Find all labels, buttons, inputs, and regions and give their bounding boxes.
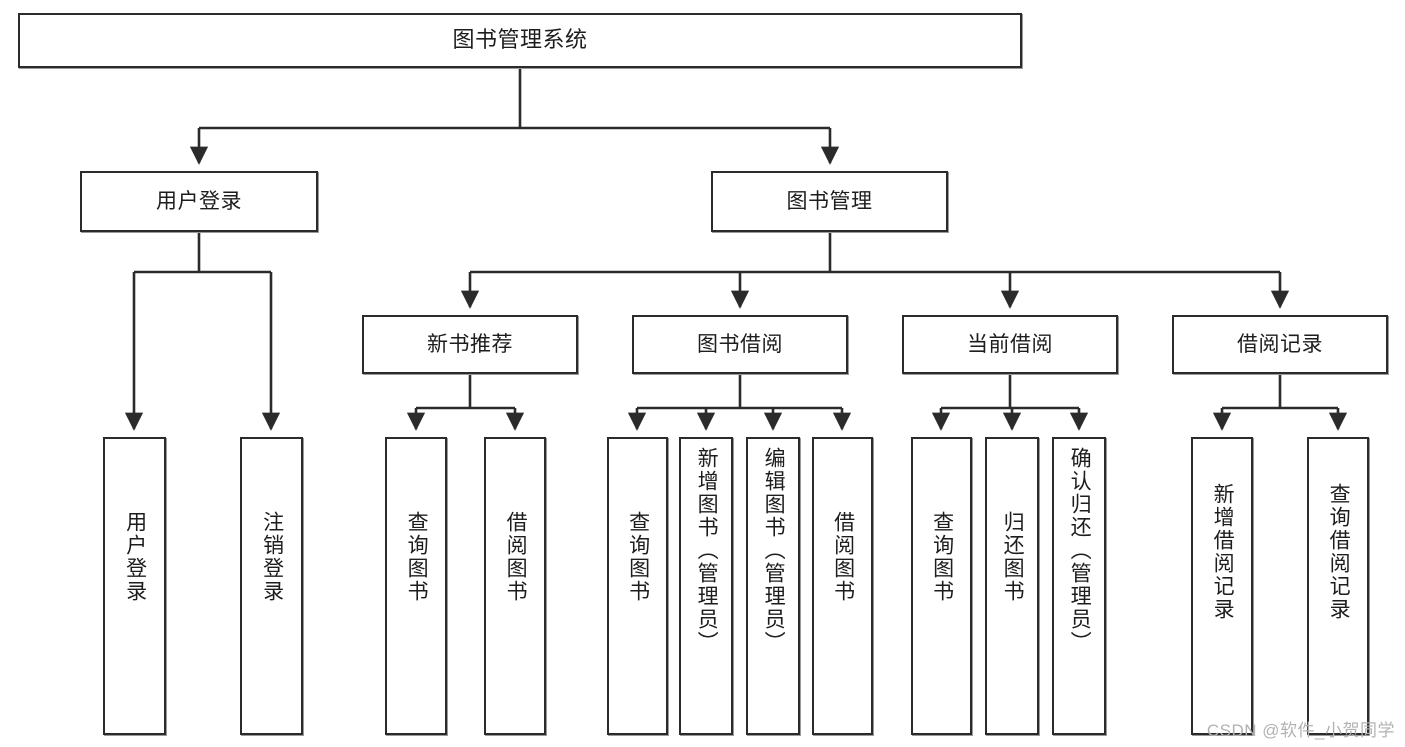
- node-user-login[interactable]: 用户登录: [80, 171, 318, 232]
- node-leaf-borrow-book-rec[interactable]: 借阅图书: [484, 437, 546, 735]
- node-leaf-add-record-label: 新增借阅记录: [1211, 483, 1235, 621]
- node-leaf-user-login[interactable]: 用户登录: [103, 437, 166, 735]
- node-leaf-user-login-label: 用户登录: [123, 511, 147, 603]
- node-leaf-add-book[interactable]: 新增图书（管理员）: [679, 437, 733, 735]
- node-leaf-logout[interactable]: 注销登录: [240, 437, 303, 735]
- node-leaf-borrow-book[interactable]: 借阅图书: [812, 437, 873, 735]
- node-leaf-query-book-rec-label: 查询图书: [405, 511, 429, 603]
- node-book-borrow[interactable]: 图书借阅: [632, 315, 848, 374]
- node-leaf-edit-book-label: 编辑图书（管理员）: [762, 447, 786, 654]
- node-leaf-borrow-book-label: 借阅图书: [831, 511, 855, 603]
- node-current-borrow-label: 当前借阅: [967, 332, 1053, 356]
- node-borrow-record[interactable]: 借阅记录: [1172, 315, 1388, 374]
- node-leaf-query-record[interactable]: 查询借阅记录: [1307, 437, 1369, 735]
- node-leaf-query-book-cur[interactable]: 查询图书: [911, 437, 972, 735]
- node-current-borrow[interactable]: 当前借阅: [902, 315, 1118, 374]
- node-leaf-confirm-return-label: 确认归还（管理员）: [1068, 447, 1092, 654]
- node-leaf-return-book[interactable]: 归还图书: [985, 437, 1039, 735]
- node-leaf-query-record-label: 查询借阅记录: [1327, 483, 1351, 621]
- node-leaf-borrow-book-rec-label: 借阅图书: [504, 511, 528, 603]
- node-user-login-label: 用户登录: [156, 189, 242, 213]
- node-leaf-edit-book[interactable]: 编辑图书（管理员）: [746, 437, 800, 735]
- node-leaf-add-record[interactable]: 新增借阅记录: [1191, 437, 1253, 735]
- node-book-manage-label: 图书管理: [786, 189, 873, 213]
- node-borrow-record-label: 借阅记录: [1237, 332, 1323, 356]
- node-leaf-query-book-rec[interactable]: 查询图书: [385, 437, 447, 735]
- node-root[interactable]: 图书管理系统: [18, 13, 1022, 68]
- node-new-book-recommend-label: 新书推荐: [427, 332, 513, 356]
- node-leaf-add-book-label: 新增图书（管理员）: [695, 447, 719, 654]
- node-leaf-query-book-borrow-label: 查询图书: [626, 511, 650, 603]
- node-book-manage[interactable]: 图书管理: [711, 171, 948, 232]
- node-leaf-logout-label: 注销登录: [260, 511, 284, 603]
- node-book-borrow-label: 图书借阅: [697, 332, 783, 356]
- node-root-label: 图书管理系统: [452, 27, 588, 53]
- node-new-book-recommend[interactable]: 新书推荐: [362, 315, 578, 374]
- node-leaf-query-book-cur-label: 查询图书: [930, 511, 954, 603]
- node-leaf-return-book-label: 归还图书: [1001, 511, 1025, 603]
- node-leaf-confirm-return[interactable]: 确认归还（管理员）: [1052, 437, 1106, 735]
- node-leaf-query-book-borrow[interactable]: 查询图书: [607, 437, 668, 735]
